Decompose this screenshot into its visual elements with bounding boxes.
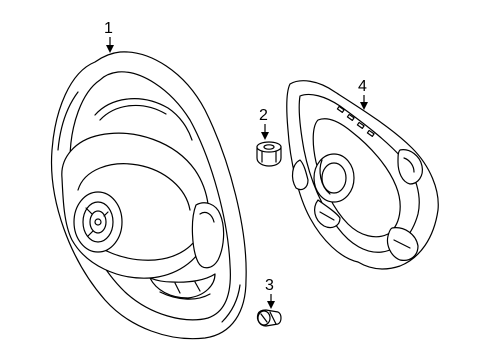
callout-label-2: 2 <box>259 107 268 124</box>
part-2-nut <box>256 141 282 167</box>
steering-wheel <box>50 51 247 340</box>
callout-label-1: 1 <box>104 20 113 37</box>
airbag-module <box>286 80 439 270</box>
callout-1: 1 <box>104 20 114 53</box>
callout-3: 3 <box>265 277 275 309</box>
part-3-screw <box>256 309 282 327</box>
callout-2: 2 <box>259 107 269 140</box>
callout-4: 4 <box>358 78 368 110</box>
callout-label-4: 4 <box>358 78 367 95</box>
callout-label-3: 3 <box>265 277 274 294</box>
